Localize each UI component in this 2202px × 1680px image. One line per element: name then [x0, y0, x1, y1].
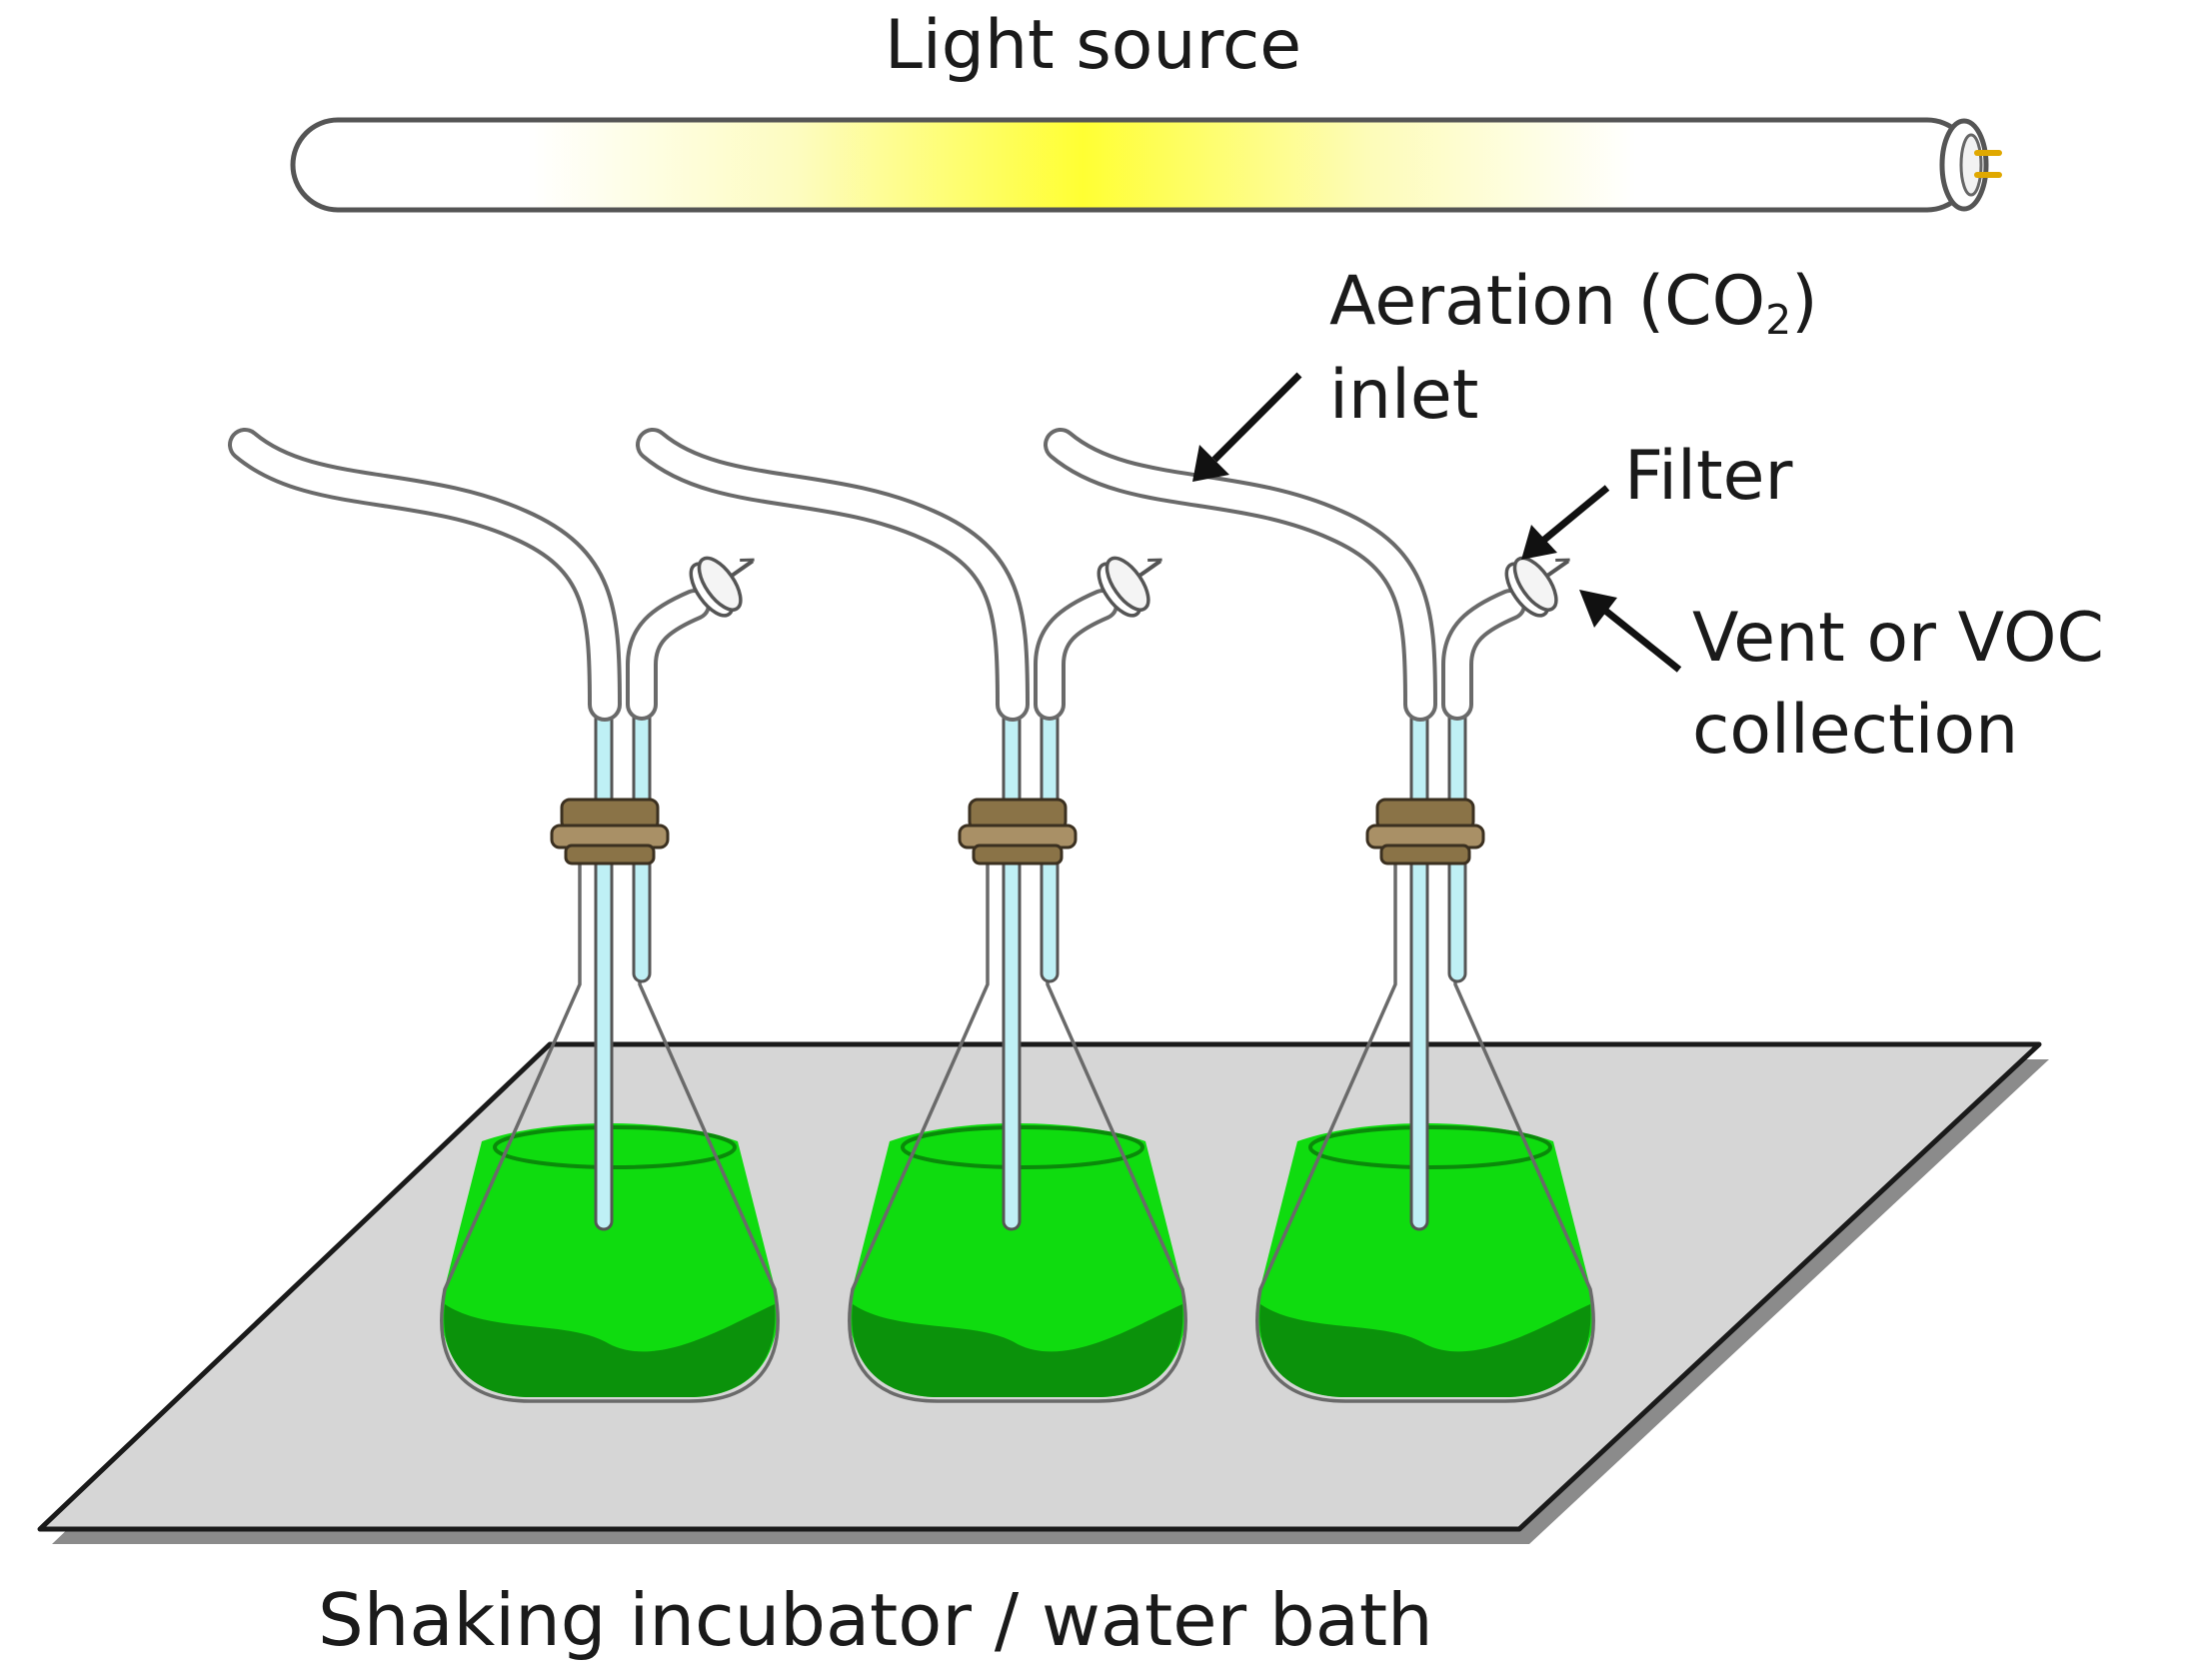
filter-arrow-icon — [1521, 485, 1610, 560]
filter-icon — [1097, 556, 1162, 618]
aeration-inlet-label: Aeration (CO2) — [1329, 268, 1818, 341]
platform-label: Shaking incubator / water bath — [318, 1578, 1433, 1662]
flask-glass — [1255, 844, 1595, 1403]
flask-3 — [1044, 428, 1595, 1403]
filter-icon — [1504, 556, 1570, 618]
aeration-tube — [1002, 698, 1022, 1231]
flask-group — [228, 428, 1595, 1403]
aeration-tube — [594, 698, 614, 1231]
flask-2 — [636, 428, 1187, 1403]
vent-voc-label: Vent or VOC — [1692, 599, 2104, 678]
culture-shade — [1259, 1304, 1591, 1397]
flask-1 — [228, 428, 780, 1403]
light-source-tube — [290, 117, 2002, 213]
flask-glass — [440, 844, 780, 1403]
flask-glass — [848, 844, 1187, 1403]
culture-shade — [444, 1304, 776, 1397]
liquid-surface — [493, 1125, 737, 1169]
annotation-arrows — [1192, 372, 1682, 673]
aeration-label-subscript: 2 — [1765, 296, 1792, 345]
liquid-surface — [901, 1125, 1144, 1169]
filter-icon — [689, 556, 755, 618]
vent-voc-label-line2: collection — [1692, 691, 2019, 770]
aeration-label-text: Aeration (CO — [1329, 262, 1766, 341]
aeration-inlet-label-line2: inlet — [1329, 356, 1479, 435]
aeration-tube — [1409, 698, 1429, 1231]
vent-arrow-icon — [1579, 590, 1682, 673]
light-source-label: Light source — [885, 6, 1302, 85]
culture-shade — [852, 1304, 1183, 1397]
aeration-label-close: ) — [1791, 262, 1818, 341]
lamp-pin-icon — [1974, 150, 2002, 156]
aeration-arrow-icon — [1192, 372, 1302, 482]
liquid-surface — [1308, 1125, 1552, 1169]
filter-label: Filter — [1624, 437, 1793, 516]
